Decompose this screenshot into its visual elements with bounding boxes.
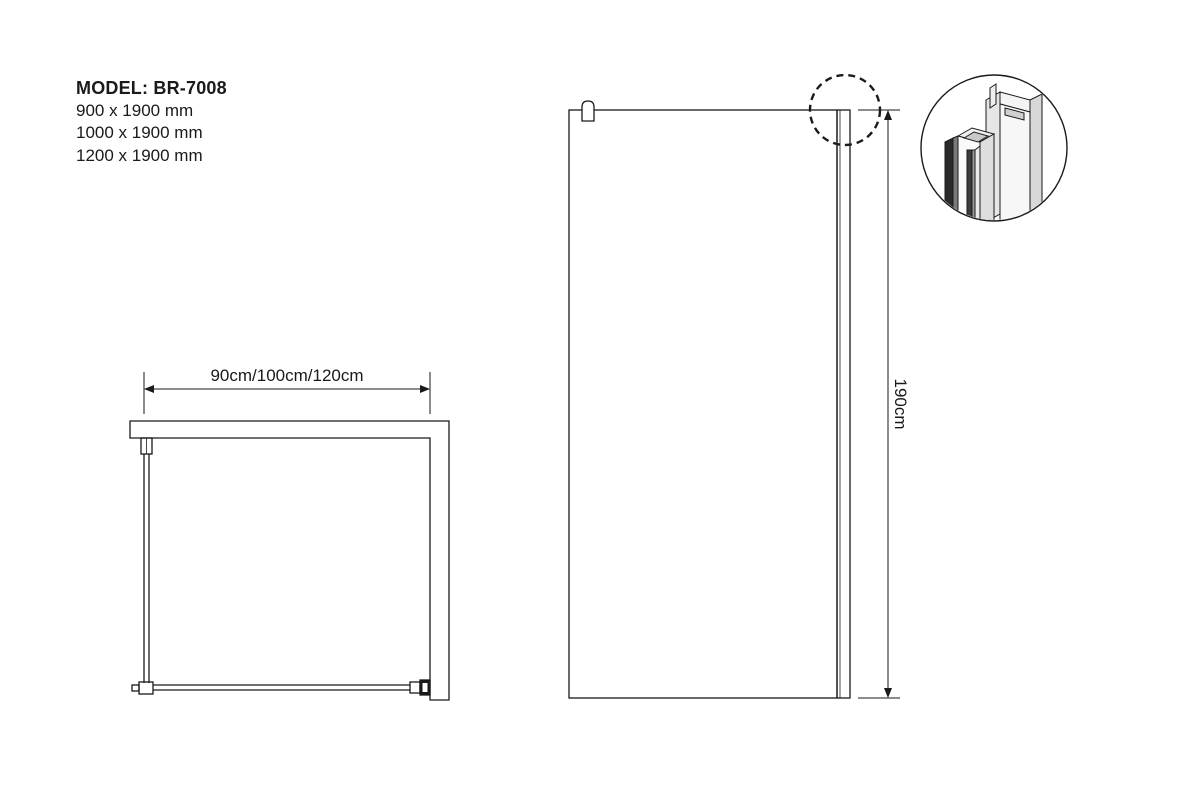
- wall-profile-elevation: [836, 109, 851, 699]
- width-dimension: [143, 372, 431, 414]
- glass-panel-elevation: [568, 109, 838, 699]
- height-dimension: [858, 109, 900, 699]
- width-label: 90cm/100cm/120cm: [210, 366, 363, 385]
- elevation-view: [568, 73, 900, 699]
- glass-panel-plan: [143, 454, 150, 683]
- size-option-1200: 1200 x 1900 mm: [76, 145, 203, 165]
- profile-detail-icon: [944, 83, 1043, 220]
- model-title: MODEL: BR-7008: [76, 78, 227, 98]
- size-option-1000: 1000 x 1900 mm: [76, 123, 203, 142]
- plan-view: [129, 372, 450, 701]
- support-bar-bracket: [581, 100, 595, 122]
- profile-detail-callout: [920, 74, 1068, 222]
- bottom-left-fitting: [131, 681, 154, 695]
- spec-block: MODEL: BR-7008 900 x 1900 mm 1000 x 1900…: [76, 77, 227, 167]
- wall-outline: [129, 420, 450, 701]
- size-option-900: 900 x 1900 mm: [76, 100, 194, 120]
- height-label: 190cm: [891, 378, 910, 429]
- wall-bracket-plan: [409, 679, 431, 696]
- support-bar-plan: [153, 684, 410, 691]
